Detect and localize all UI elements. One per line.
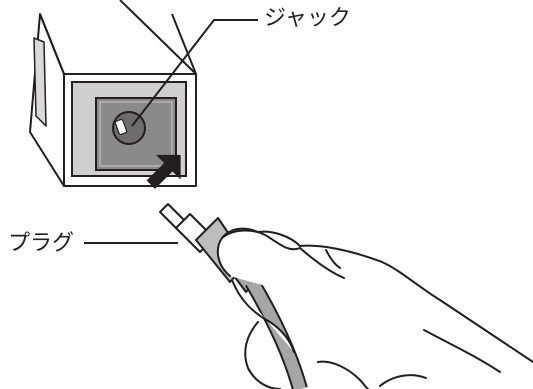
plug-label: プラグ	[8, 233, 74, 255]
device-top-back-edge	[120, 0, 196, 74]
device-side-inner	[34, 38, 46, 126]
hand-lower-finger-3	[380, 375, 426, 386]
jack-label: ジャック	[264, 8, 351, 30]
device-top-edge	[40, 14, 196, 74]
hand-lower-finger-2	[318, 362, 368, 389]
